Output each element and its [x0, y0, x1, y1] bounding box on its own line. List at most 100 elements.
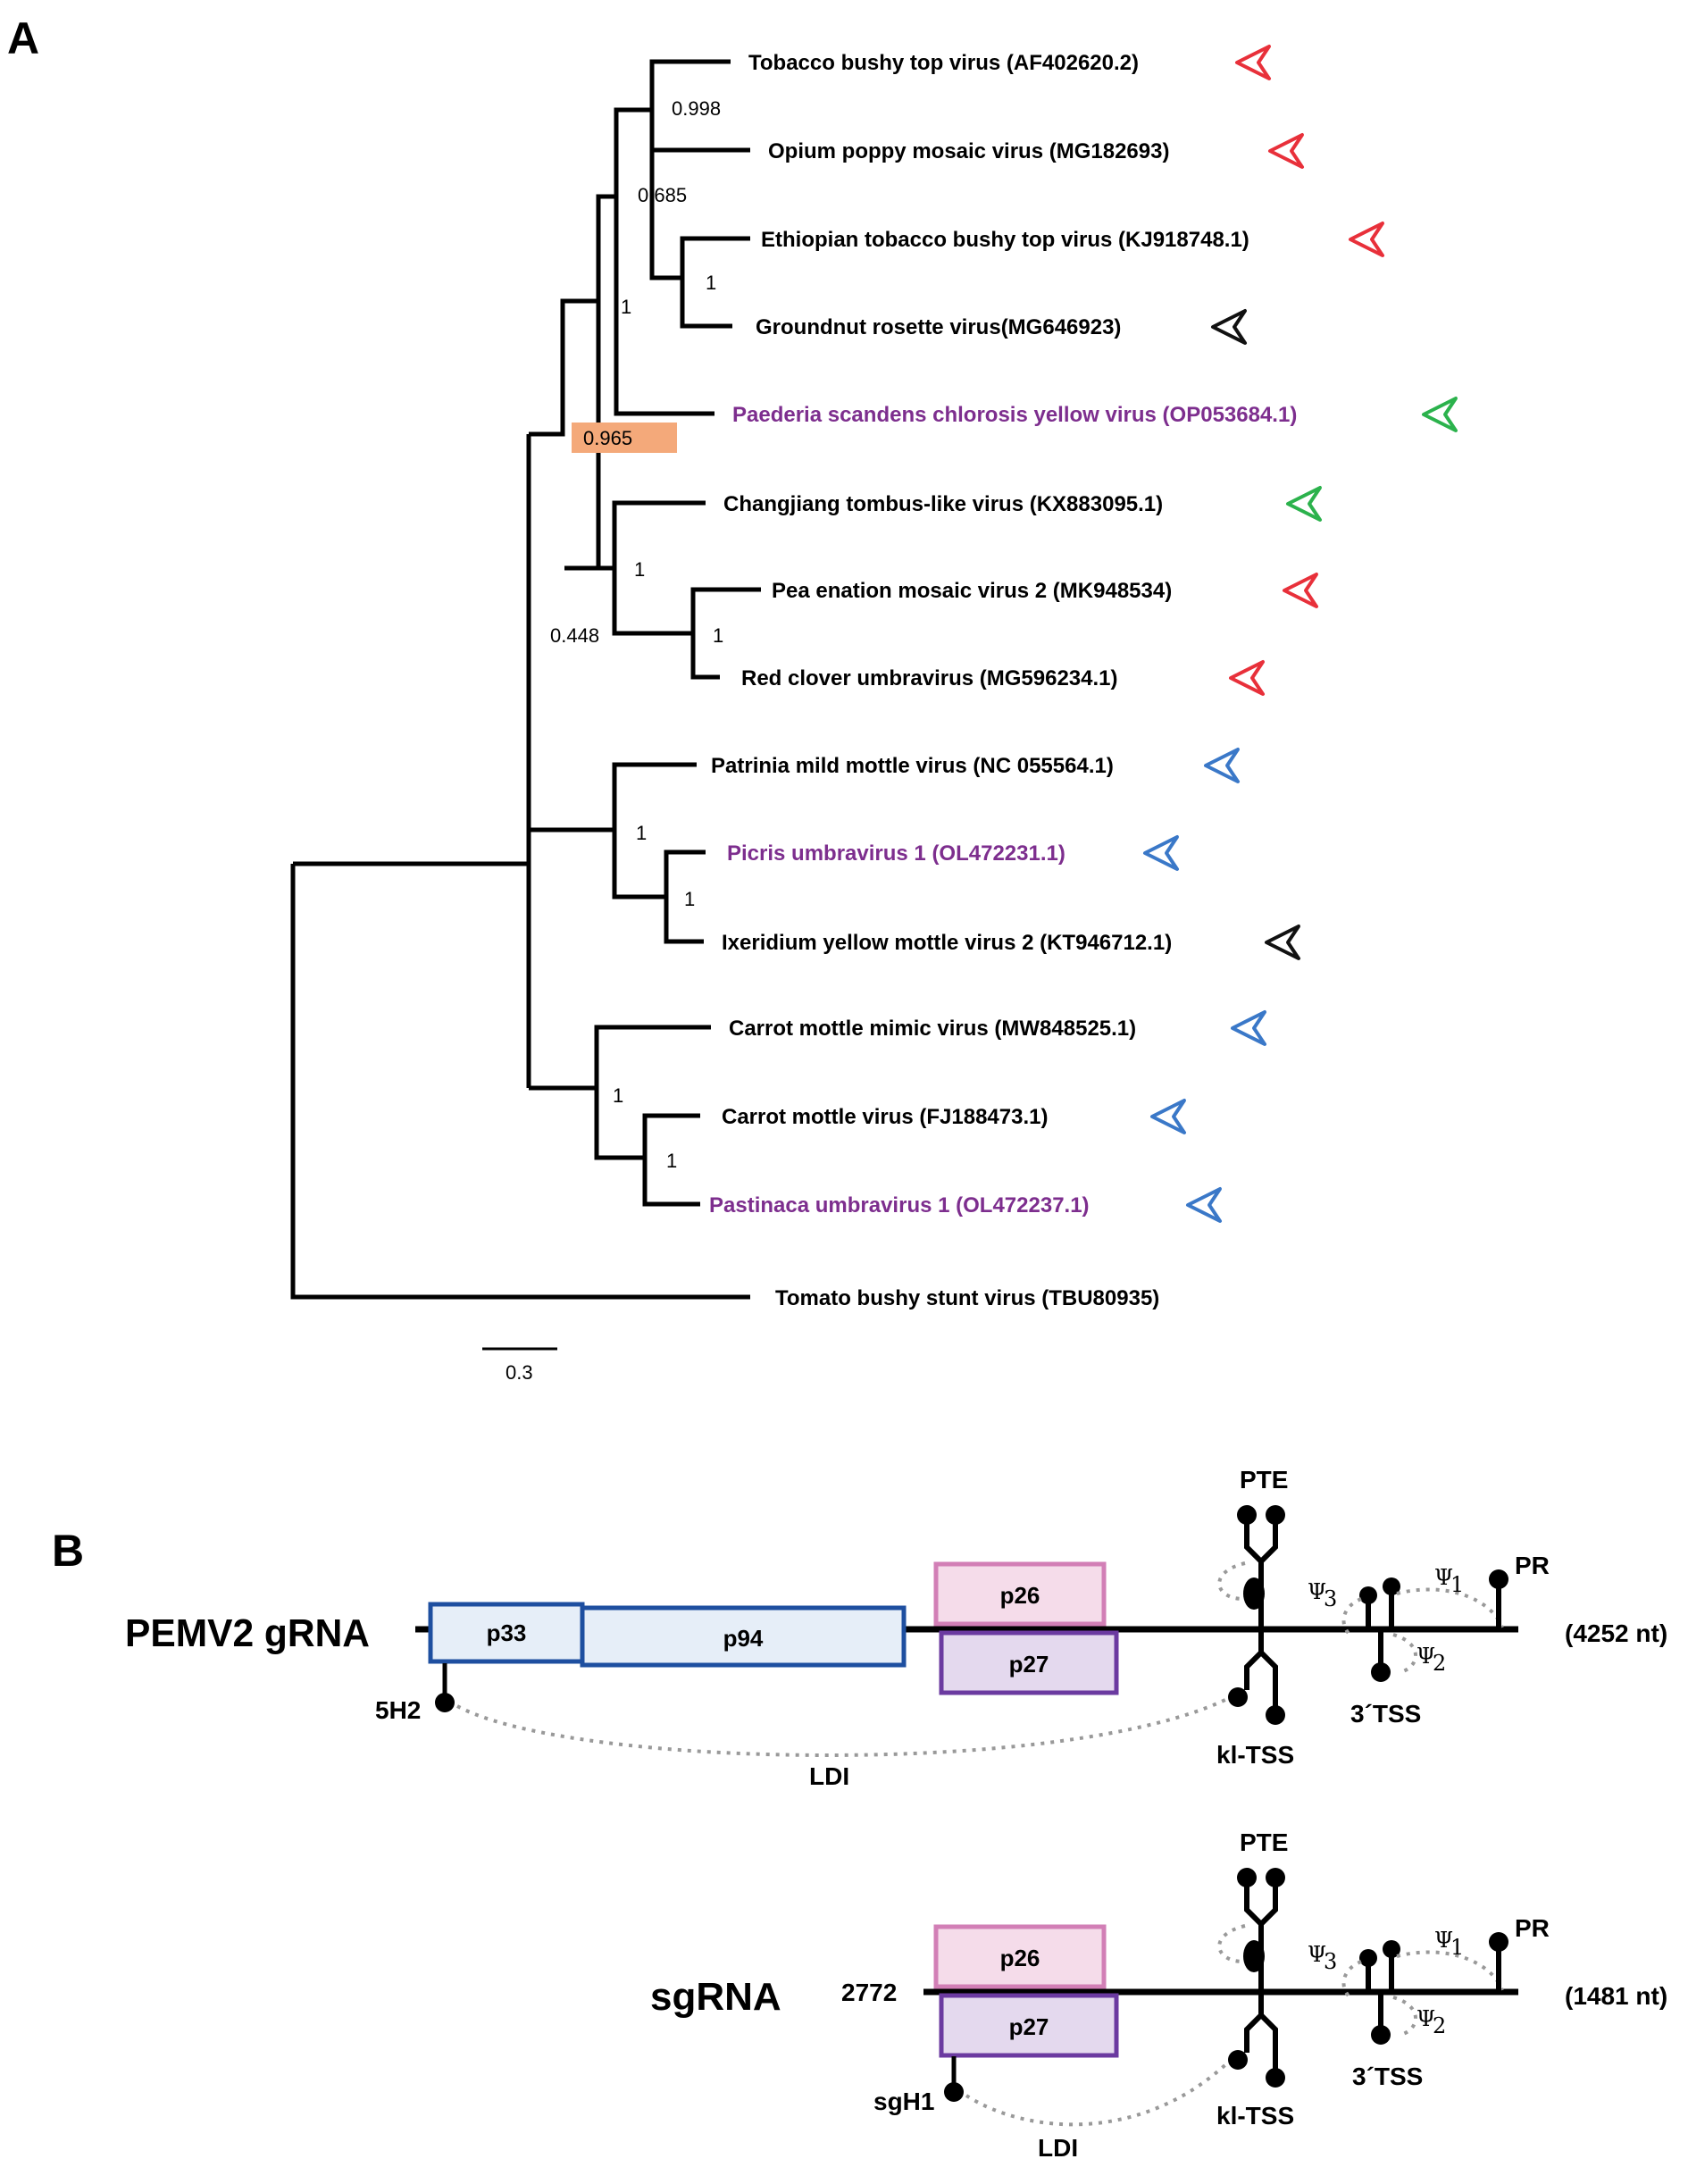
support-patrinia: 1 [636, 822, 647, 844]
grna-pte-structure [1217, 1505, 1285, 1629]
grna-5h2-loop [435, 1693, 455, 1712]
grna-psi1: Ψ [1434, 1565, 1453, 1590]
sgrna-pr-loop [1489, 1932, 1508, 1952]
arrowhead-icon [1265, 925, 1300, 960]
arrowhead-icon [1268, 133, 1304, 169]
branch-etbtv [680, 236, 750, 278]
branch-opmv [649, 110, 750, 153]
support-0965: 0.965 [583, 427, 632, 449]
branch-tbtv [649, 59, 731, 110]
grna-length: (4252 nt) [1565, 1619, 1667, 1647]
branch-pastinaca [642, 1158, 700, 1207]
support-0998: 0.998 [672, 97, 721, 120]
scale-bar-label: 0.3 [506, 1361, 533, 1384]
taxon-label: Ixeridium yellow mottle virus 2 (KT94671… [722, 931, 1172, 955]
sgrna-kltss-structure [1228, 1992, 1285, 2088]
taxon-label: Pastinaca umbravirus 1 (OL472237.1) [709, 1193, 1090, 1218]
taxon-label: Carrot mottle virus (FJ188473.1) [722, 1105, 1048, 1129]
grna-title: PEMV2 gRNA [125, 1611, 370, 1655]
sgrna-sgh1-label: sgH1 [873, 2088, 934, 2115]
sgrna-p26-label: p26 [1000, 1945, 1040, 1971]
grna-p33-label: p33 [487, 1619, 527, 1646]
taxon-label: Carrot mottle mimic virus (MW848525.1) [729, 1017, 1136, 1041]
grna-p94-box [580, 1605, 907, 1668]
grna-ldi-interaction [456, 1695, 1232, 1757]
arrowhead-icon [1204, 748, 1240, 783]
taxon-label: Groundnut rosette virus(MG646923) [756, 315, 1121, 339]
support-carrot-clade: 1 [613, 1084, 623, 1107]
support-carrot: 1 [666, 1150, 677, 1172]
arrowhead-icon [1211, 309, 1247, 345]
support-changjiang: 1 [634, 558, 645, 581]
grna-psi1-sub: 1 [1450, 1572, 1464, 1597]
support-highlight [572, 423, 677, 453]
grna-map: PEMV2 gRNA p33 p94 p26 p27 5H2 LDI PTE [125, 1466, 1667, 1790]
taxa-arrows [1143, 45, 1458, 1223]
sgrna-psi2: Ψ [1416, 2006, 1435, 2031]
branch-cmomv [529, 1025, 711, 1091]
grna-p26-label: p26 [1000, 1582, 1040, 1609]
arrowhead-icon [1150, 1099, 1186, 1134]
arrowhead-icon [1349, 222, 1384, 257]
arrowhead-icon [1186, 1187, 1222, 1223]
grna-psi2: Ψ [1416, 1644, 1435, 1669]
branch-outgroup [290, 864, 750, 1300]
taxon-label: Picris umbravirus 1 (OL472231.1) [727, 841, 1065, 866]
grna-psi3-sub: 3 [1324, 1586, 1337, 1611]
sgrna-ldi-interaction [965, 2058, 1233, 2127]
panel-a-label: A [7, 13, 39, 63]
taxon-label: Changjiang tombus-like virus (KX883095.1… [723, 492, 1163, 516]
grna-p26-box [933, 1561, 1107, 1627]
grna-pr-loop [1489, 1569, 1508, 1589]
grna-p33-box [428, 1602, 585, 1664]
sgrna-pte-label: PTE [1240, 1828, 1288, 1856]
grna-psi2-sub: 2 [1433, 1651, 1446, 1676]
arrowhead-icon [1229, 660, 1265, 696]
taxon-label: Ethiopian tobacco bushy top virus (KJ918… [761, 228, 1249, 252]
support-ethiopian: 1 [706, 272, 716, 294]
sgrna-ldi-label: LDI [1038, 2134, 1078, 2162]
sgrna-title: sgRNA [650, 1975, 781, 2019]
sgrna-start: 2772 [841, 1979, 897, 2006]
support-values: 0.998 0.685 1 1 0.965 1 0.448 1 1 1 1 1 [550, 97, 723, 1172]
grna-ldi-label: LDI [809, 1762, 849, 1790]
sgrna-kltss-label: kl-TSS [1216, 2102, 1294, 2130]
sgrna-psi1: Ψ [1434, 1928, 1453, 1953]
grna-p27-label: p27 [1009, 1651, 1049, 1678]
support-0448: 0.448 [550, 624, 599, 647]
phylogenetic-tree [290, 59, 761, 1300]
taxon-label: Tomato bushy stunt virus (TBU80935) [775, 1286, 1159, 1310]
sgrna-p26-box [933, 1924, 1107, 1989]
sgrna-p27-box [939, 1993, 1119, 2058]
sgrna-3tss-label: 3´TSS [1352, 2063, 1423, 2090]
taxon-label: Opium poppy mosaic virus (MG182693) [768, 139, 1169, 163]
taxon-label: Paederia scandens chlorosis yellow virus… [732, 403, 1297, 427]
taxon-label: Pea enation mosaic virus 2 (MK948534) [772, 579, 1172, 603]
grna-p94-label: p94 [723, 1625, 764, 1652]
arrowhead-icon [1143, 835, 1179, 871]
taxon-label: Patrinia mild mottle virus (NC 055564.1) [711, 754, 1114, 778]
panel-b-label: B [52, 1526, 84, 1576]
sgrna-length: (1481 nt) [1565, 1982, 1667, 2010]
sgrna-psi3: Ψ [1308, 1942, 1326, 1967]
sgrna-pte-structure [1217, 1868, 1285, 1992]
taxa-labels: Tobacco bushy top virus (AF402620.2)Opiu… [709, 51, 1297, 1310]
grna-pte-label: PTE [1240, 1466, 1288, 1494]
grna-p27-box [939, 1630, 1119, 1695]
grna-pr-label: PR [1515, 1552, 1550, 1579]
arrowhead-icon [1422, 397, 1458, 432]
grna-psi3: Ψ [1308, 1579, 1326, 1604]
sgrna-sgh1-loop [944, 2082, 964, 2102]
clade-group-a [596, 194, 714, 416]
branch-grv [680, 278, 732, 329]
branch-changjiang [564, 500, 706, 571]
arrowhead-icon [1231, 1010, 1266, 1046]
grna-kltss-structure [1228, 1629, 1285, 1725]
arrowhead-icon [1286, 486, 1322, 522]
arrowhead-icon [1235, 45, 1271, 80]
grna-5h2-label: 5H2 [375, 1696, 421, 1724]
sgrna-pr-label: PR [1515, 1914, 1550, 1942]
branch-picris [612, 830, 706, 900]
sgrna-p27-label: p27 [1009, 2013, 1049, 2040]
